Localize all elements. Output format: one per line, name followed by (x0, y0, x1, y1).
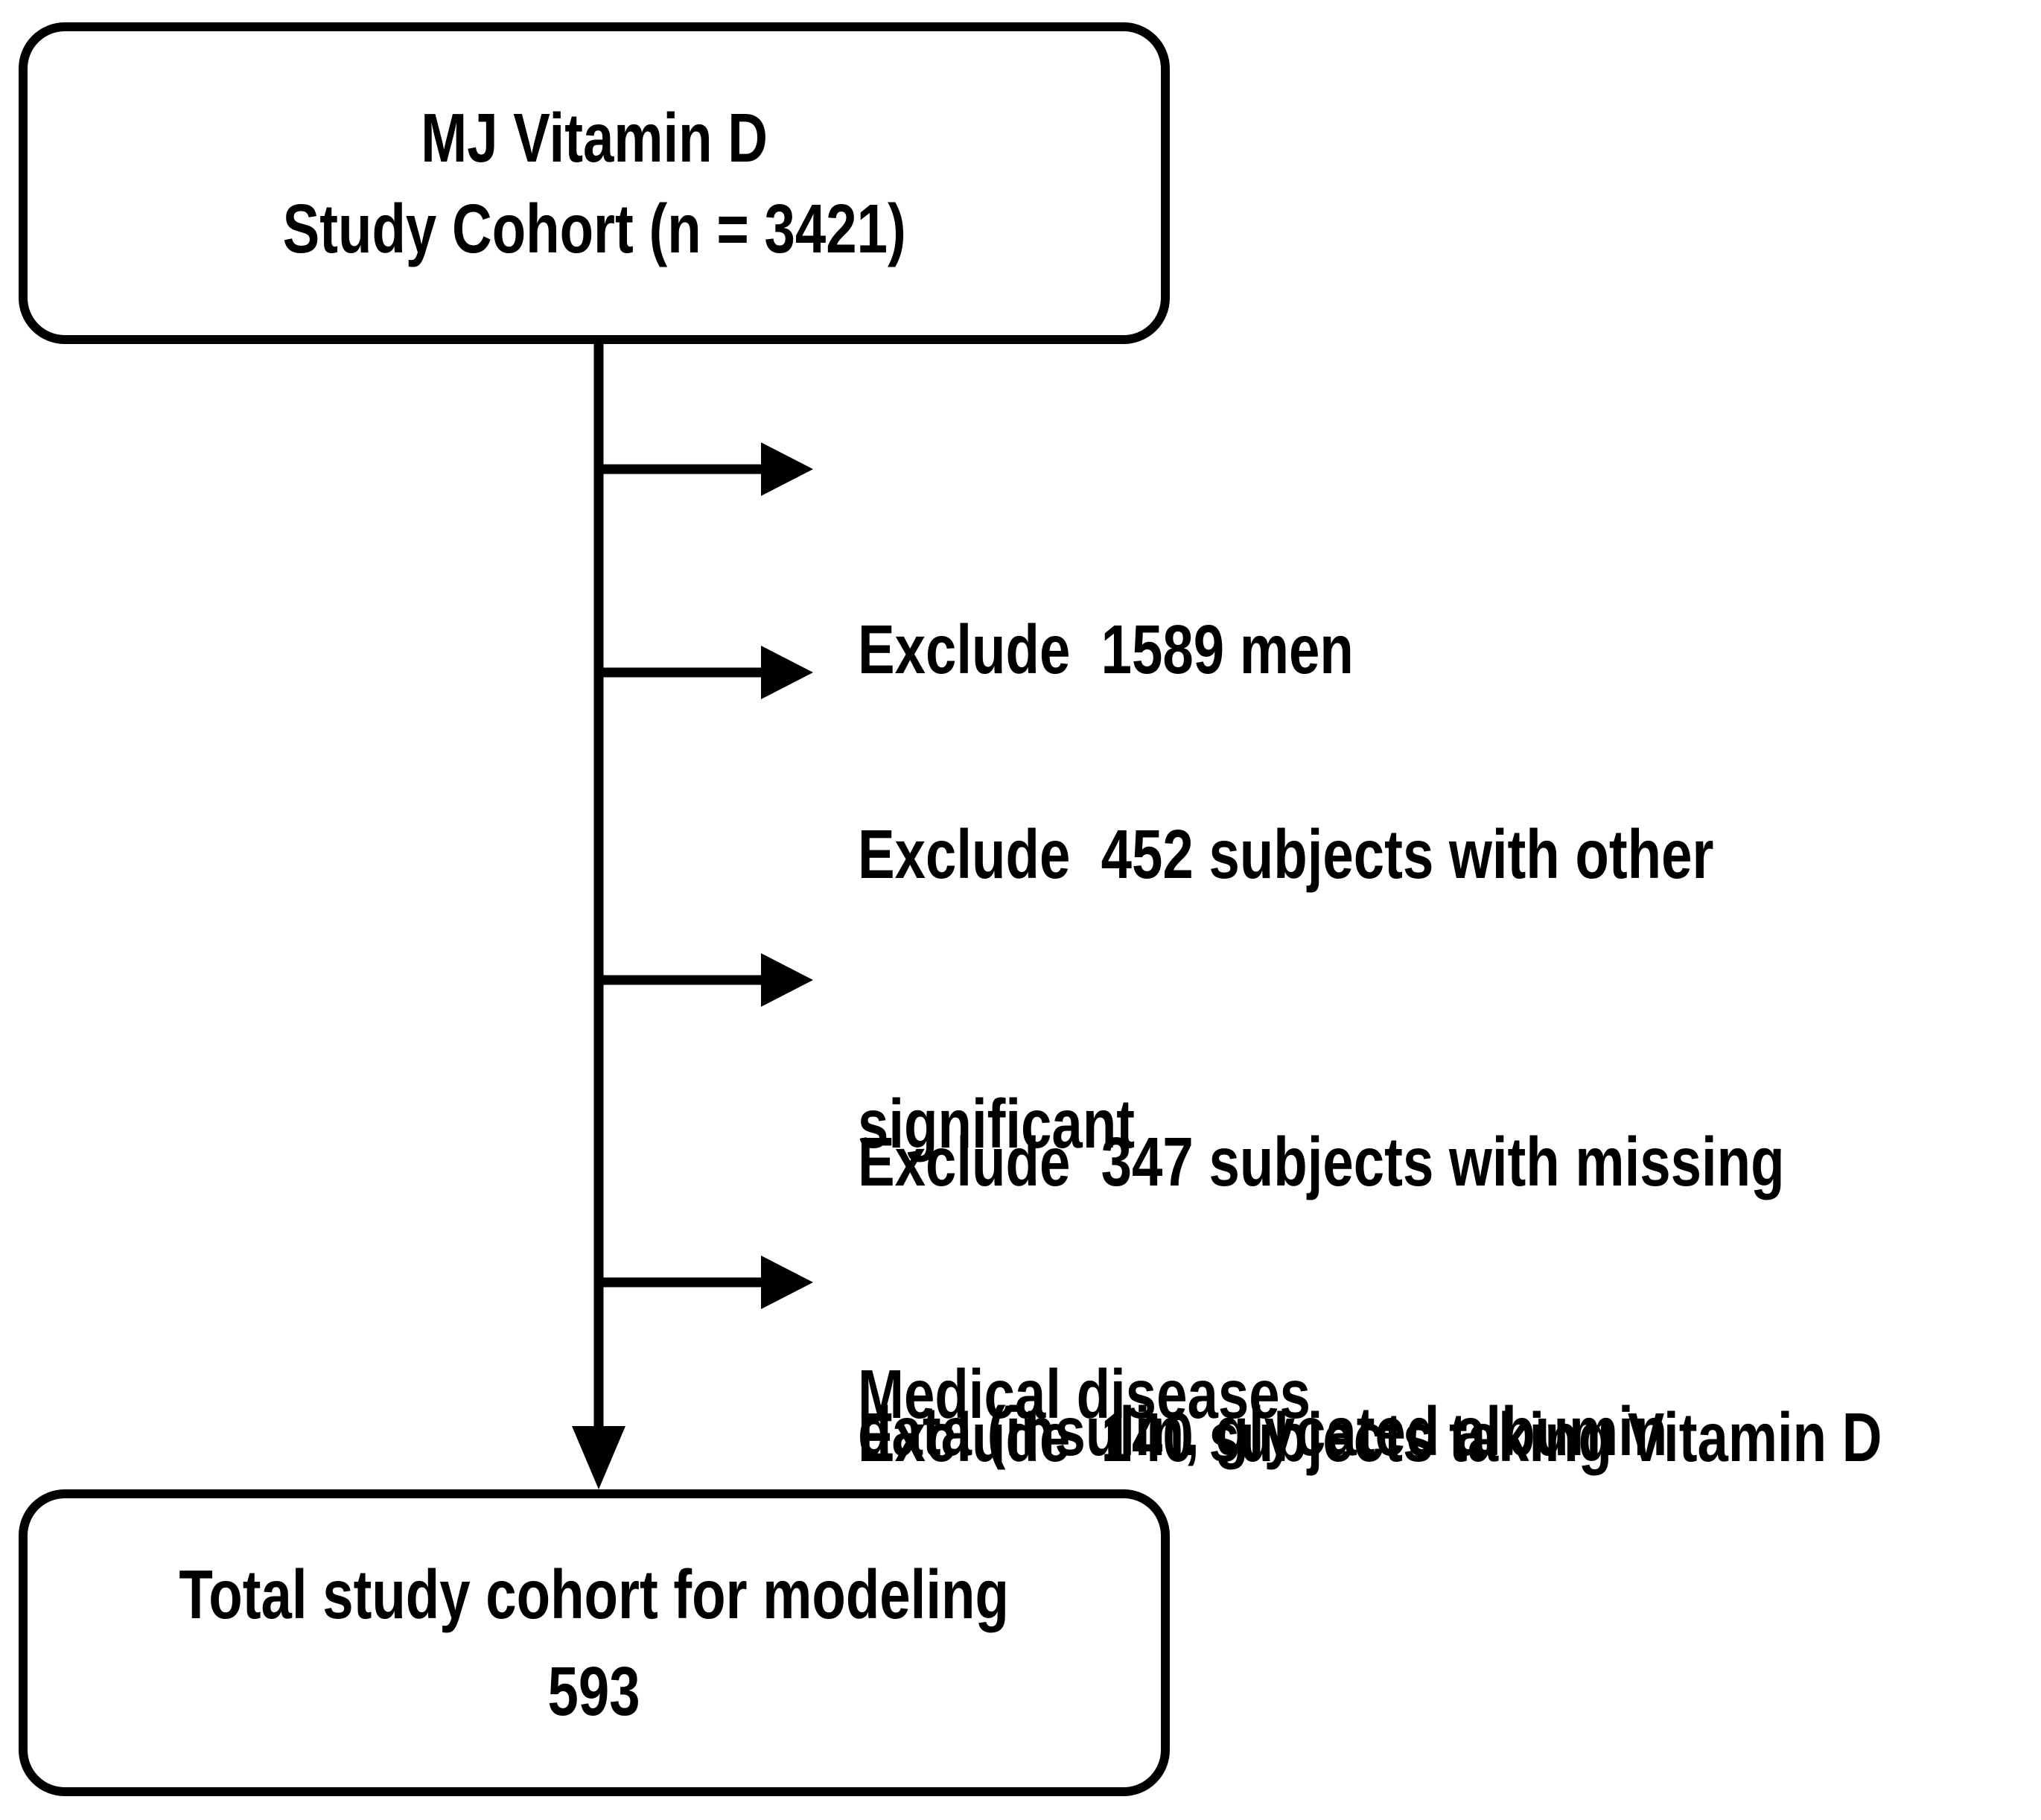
exclusion-text-line: Exclude 140 subjects taking Vitamin D (858, 1398, 1882, 1476)
exclusion-label-men: Exclude 1589 men (858, 424, 1354, 874)
exclusion-label-missing-data: Exclude 347 subjects with missing data (… (858, 937, 1785, 1657)
exclusion-text-line: Exclude 452 subjects with other (858, 815, 1714, 893)
exclusion-arrowhead-icon-2 (761, 953, 813, 1007)
exclusion-text-line: Exclude 347 subjects with missing (858, 1122, 1785, 1200)
final-cohort-line-1: Total study cohort for modeling (179, 1555, 1010, 1633)
exclusion-arrowhead-icon-0 (761, 442, 813, 496)
exclusion-text-line: data (insulin, glycated albumin (858, 1393, 1668, 1471)
exclusion-text-line: Medical diseases (858, 1355, 1311, 1434)
final-cohort-line-2: 593 (547, 1652, 641, 1730)
cohort-source-node: MJ Vitamin D Study Cohort (n = 3421) (19, 22, 1170, 344)
down-arrowhead-icon (572, 1426, 625, 1489)
cohort-source-line-2: Study Cohort (n = 3421) (282, 190, 906, 267)
exclusion-text-line: Exclude 1589 men (858, 610, 1354, 688)
exclusion-label-medical-diseases: Exclude 452 subjects with other signific… (858, 629, 1713, 1620)
exclusion-arrowhead-icon-3 (761, 1256, 813, 1309)
cohort-source-line-1: MJ Vitamin D (421, 98, 768, 176)
final-cohort-node: Total study cohort for modeling 593 (19, 1489, 1170, 1796)
exclusion-arrowhead-icon-1 (761, 646, 813, 699)
exclusion-text-line: significant (858, 1085, 1136, 1163)
